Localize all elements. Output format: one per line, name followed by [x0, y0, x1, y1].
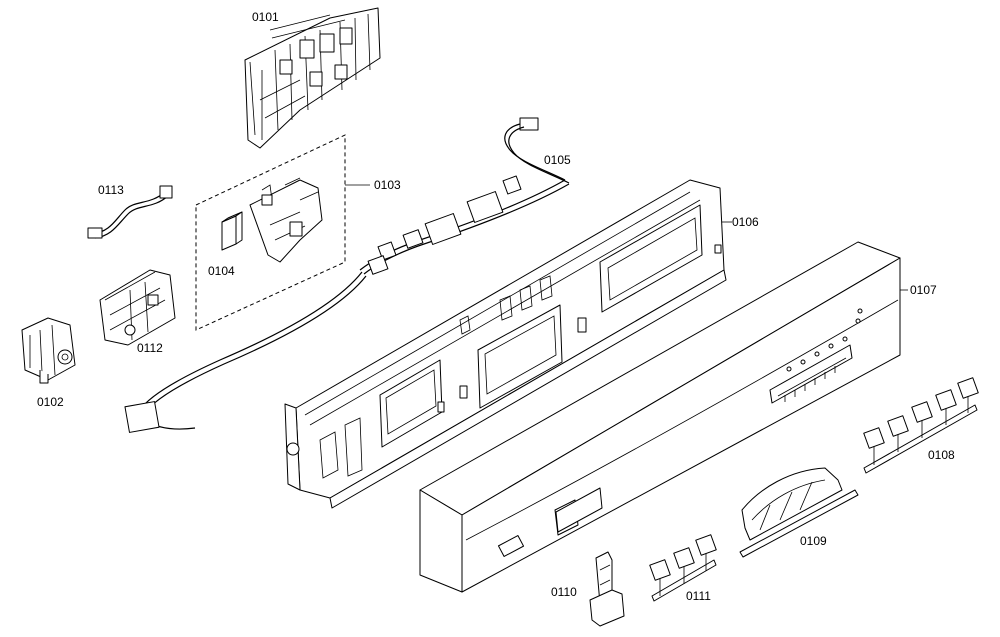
label-0101: 0101 [252, 10, 279, 24]
label-0106: 0106 [732, 215, 759, 229]
part-0106-panel-frame[interactable] [284, 179, 727, 509]
label-0110: 0110 [551, 585, 577, 599]
label-0104: 0104 [208, 264, 235, 278]
label-0103: 0103 [374, 178, 401, 192]
label-0112: 0112 [137, 341, 163, 355]
part-0113-cable[interactable] [87, 185, 173, 239]
label-0113: 0113 [98, 183, 124, 197]
part-0102-switch[interactable] [21, 317, 76, 384]
label-0107: 0107 [910, 283, 937, 297]
part-0108-button-strip[interactable] [863, 377, 979, 474]
label-0111: 0111 [686, 589, 711, 603]
label-0108: 0108 [928, 448, 955, 462]
part-0109-cover[interactable] [739, 467, 859, 558]
label-0109: 0109 [800, 534, 827, 548]
group-0103-boundary [195, 134, 346, 331]
part-0101-control-module[interactable] [244, 7, 381, 149]
part-0111-button-set[interactable] [649, 534, 717, 602]
part-0107-front-fascia[interactable] [419, 241, 901, 593]
part-0110-bracket[interactable] [589, 551, 625, 627]
label-0102: 0102 [37, 395, 64, 409]
part-0112-module[interactable] [99, 269, 176, 346]
label-0105: 0105 [544, 153, 571, 167]
part-0103-switch-assembly[interactable] [249, 177, 323, 263]
part-0105-wiring-harness[interactable] [124, 117, 570, 433]
part-0104-relay[interactable] [221, 211, 243, 251]
